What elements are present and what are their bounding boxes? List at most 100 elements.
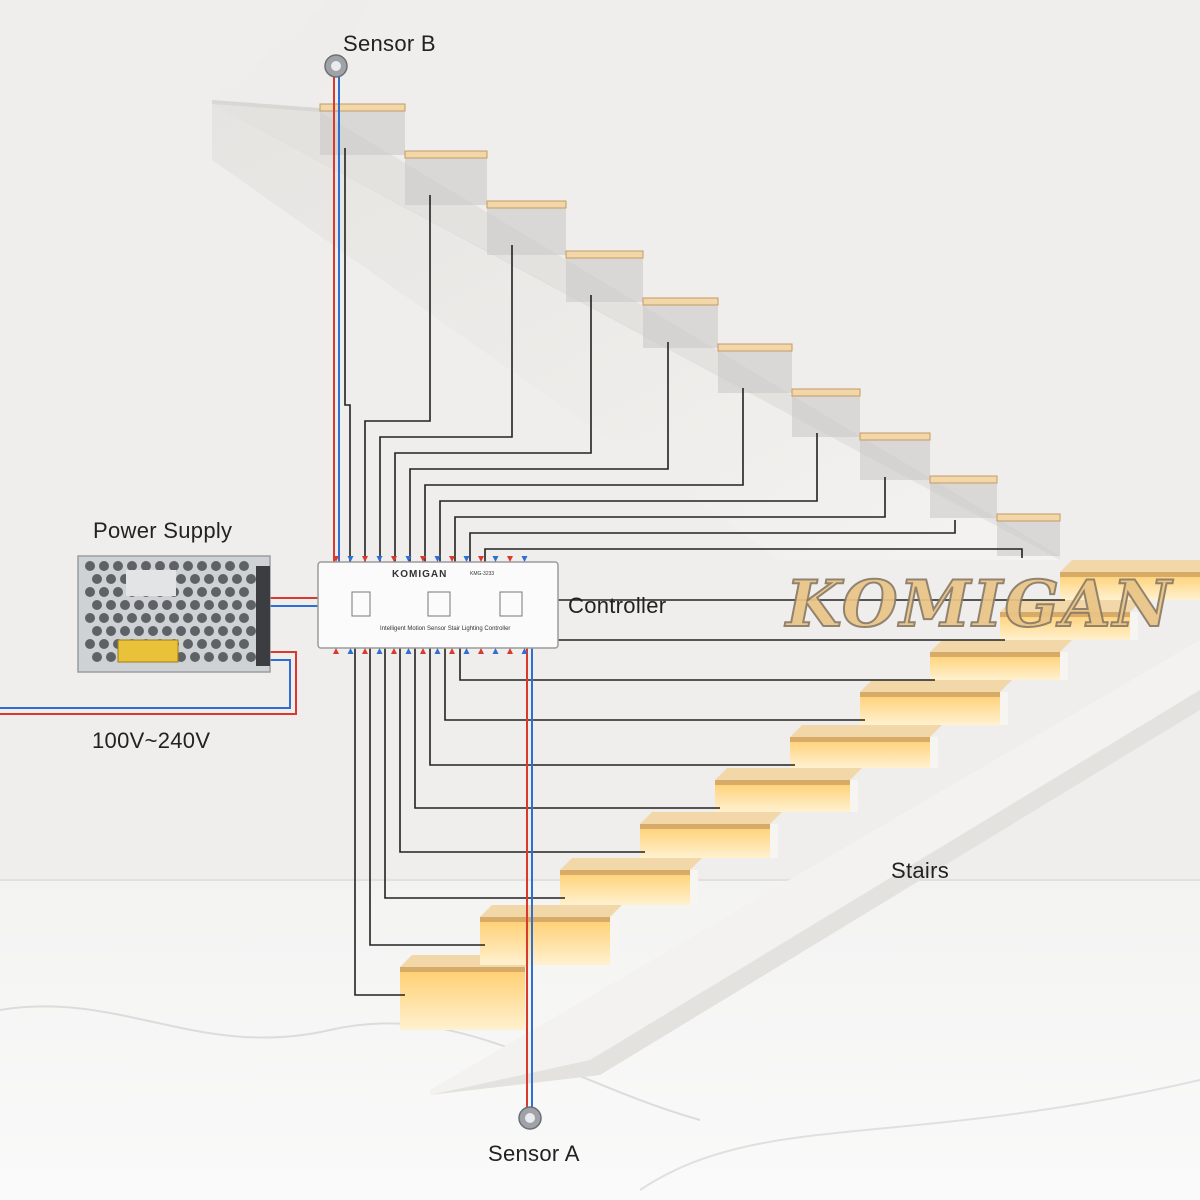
psu-vent-hole (141, 561, 151, 571)
lower-step-wire (444, 648, 865, 721)
step-tread-edge (480, 917, 610, 922)
controller-top-pin (362, 556, 368, 562)
upper-tread (717, 343, 793, 352)
psu-vent-hole (120, 600, 130, 610)
psu-vent-hole (120, 626, 130, 636)
psu-vent-hole (225, 587, 235, 597)
controller-top-pin (333, 556, 339, 562)
upper-tread (929, 475, 998, 484)
sensor-b-icon-lens (331, 61, 341, 71)
upper-step-wire (439, 433, 818, 562)
psu-vent-hole (232, 626, 242, 636)
psu-vent-hole (106, 652, 116, 662)
psu-vent-hole (99, 587, 109, 597)
psu-vent-hole (190, 626, 200, 636)
step-riser-side (610, 917, 618, 965)
upper-riser (320, 108, 405, 155)
psu-vent-hole (218, 626, 228, 636)
step-tread-top (640, 812, 782, 824)
upper-tread (319, 103, 406, 112)
power-supply-icon (77, 555, 271, 673)
controller-top-pin (463, 556, 470, 562)
controller-brand: KOMIGAN (392, 569, 448, 580)
upper-step-wire (469, 520, 956, 562)
psu-vent-hole (190, 652, 200, 662)
psu-vent-hole (183, 639, 193, 649)
step-tread-top (790, 725, 942, 737)
upper-step-wire (379, 245, 513, 562)
psu-vent-hole (155, 561, 165, 571)
step-tread-top (860, 680, 1012, 692)
upper-step-wire (454, 477, 886, 562)
upper-step-wire (364, 195, 431, 562)
step-riser-side (525, 967, 533, 1030)
sensor-a-icon-lens (525, 1113, 535, 1123)
lower-step-wire (384, 648, 565, 899)
step-tread-edge (1060, 572, 1200, 577)
wiring (0, 70, 1065, 1110)
upper-stringer-underside (212, 104, 1060, 560)
psu-vent-hole (225, 639, 235, 649)
psu-vent-hole (239, 613, 249, 623)
psu-vent-hole (197, 613, 207, 623)
step-led-riser (860, 692, 1000, 725)
controller-top-pin (507, 556, 513, 562)
controller-top-pin (449, 556, 455, 562)
step-tread-edge (560, 870, 690, 875)
upper-step-wire (394, 295, 592, 562)
psu-vent-hole (176, 626, 186, 636)
upper-tread (642, 297, 719, 306)
upper-riser (792, 393, 860, 437)
psu-vent-hole (218, 574, 228, 584)
psu-warning-label (117, 639, 179, 663)
step-led-riser (640, 824, 770, 858)
lower-step-wire (354, 648, 405, 996)
psu-vent-hole (190, 574, 200, 584)
controller-top-pin (347, 556, 354, 562)
step-tread-top (715, 768, 862, 780)
psu-vent-hole (113, 613, 123, 623)
psu-vent-hole (211, 561, 221, 571)
step-riser-side (930, 737, 938, 768)
psu-vent-hole (106, 574, 116, 584)
ceiling-slab-edge (212, 100, 320, 112)
psu-vent-hole (211, 587, 221, 597)
controller-bottom-pin (463, 648, 470, 654)
upper-stringer-shade (212, 104, 1060, 560)
controller-bottom-pin (405, 648, 412, 654)
upper-riser (930, 480, 997, 518)
upper-tread (486, 200, 567, 209)
psu-vent-hole (92, 600, 102, 610)
komigan-watermark-logo: KOMIGAN (785, 566, 1174, 643)
psu-vent-hole (113, 587, 123, 597)
upper-tread (791, 388, 861, 397)
controller-bottom-pin (362, 648, 368, 654)
psu-vent-hole (246, 626, 256, 636)
psu-vent-hole (183, 613, 193, 623)
psu-vent-hole (239, 587, 249, 597)
psu-vent-hole (85, 613, 95, 623)
step-riser-side (1000, 692, 1008, 725)
upper-step-wire (344, 148, 351, 562)
upper-riser (487, 205, 566, 255)
controller-bottom-pin (478, 648, 484, 654)
psu-vent-hole (85, 587, 95, 597)
psu-vent-hole (211, 613, 221, 623)
psu-vent-hole (239, 639, 249, 649)
lower-stringer-side (430, 640, 1200, 1095)
controller-label: Controller (568, 593, 667, 618)
controller-title: Intelligent Motion Sensor Stair Lighting… (380, 626, 511, 632)
psu-vent-hole (134, 626, 144, 636)
controller-top-pin (391, 556, 397, 562)
psu-vent-hole (183, 587, 193, 597)
controller-delay-box (499, 591, 523, 617)
psu-vent-hole (204, 626, 214, 636)
psu-vent-hole (127, 613, 137, 623)
upper-step-wire (424, 388, 744, 562)
psu-vent-hole (197, 561, 207, 571)
step-riser-side (690, 870, 698, 905)
controller-case (317, 561, 559, 649)
psu-vent-hole (225, 561, 235, 571)
psu-vent-hole (204, 652, 214, 662)
